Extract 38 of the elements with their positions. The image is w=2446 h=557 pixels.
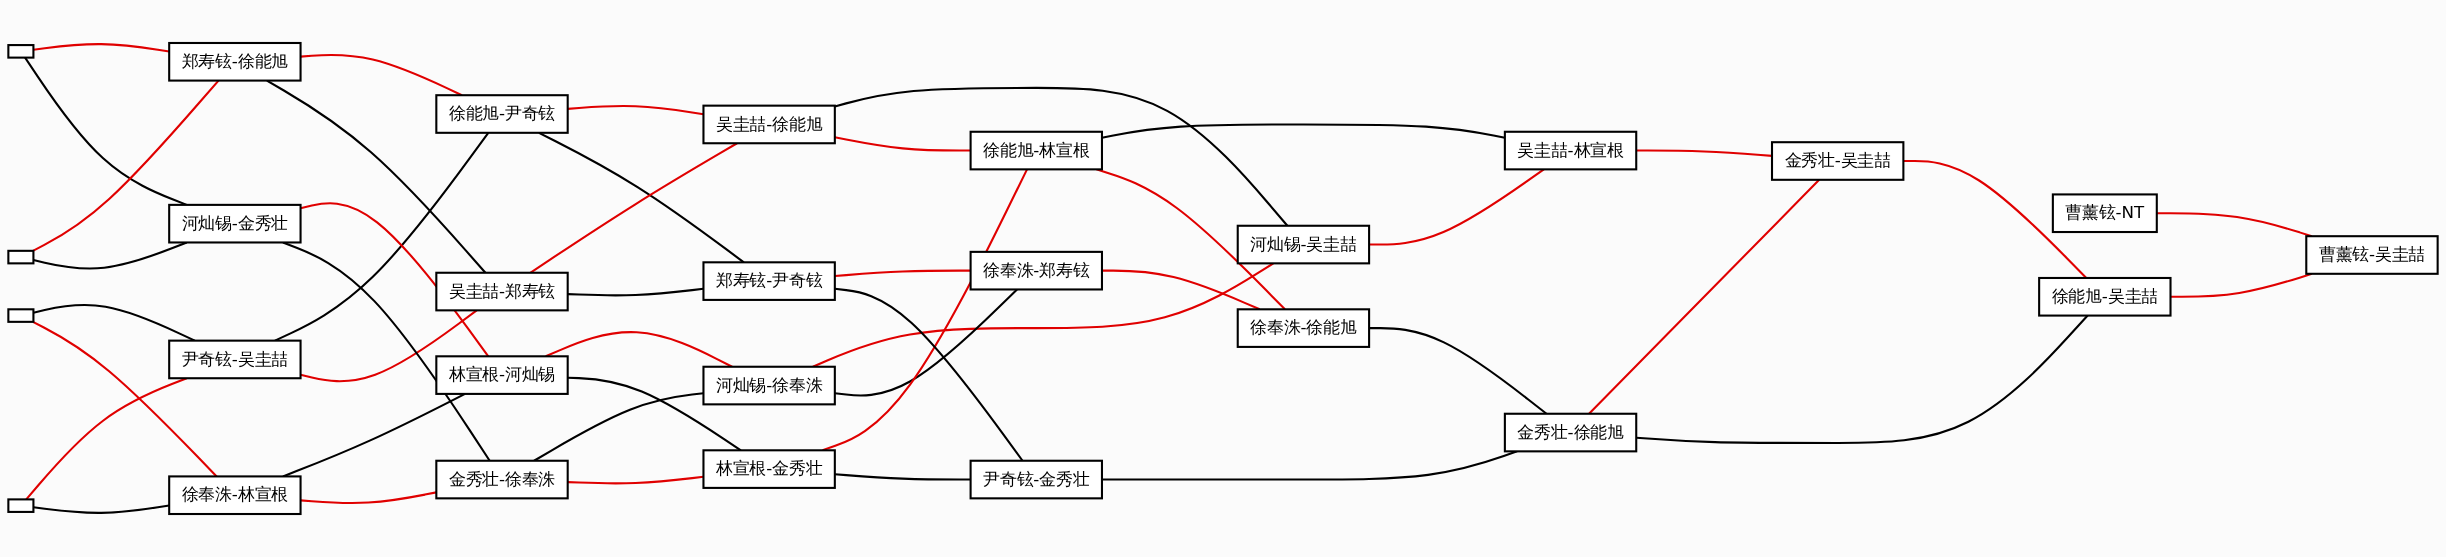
node-box: 林宣根-河灿锡: [435, 355, 569, 395]
connector: [300, 491, 437, 505]
node-box: 徐能旭-林宣根: [969, 130, 1103, 171]
connector: [834, 136, 971, 152]
node-box: 曹薰铉-吴圭喆: [2305, 235, 2439, 275]
connector: [567, 104, 704, 116]
node-box: [7, 308, 35, 323]
node-box: 吴圭喆-林宣根: [1503, 130, 1638, 171]
connector: [567, 475, 704, 485]
connector: [300, 202, 490, 357]
connector: [1636, 149, 1773, 157]
node-box: 河灿锡-徐奉洙: [702, 365, 836, 406]
node-box: 金秀壮-徐能旭: [1503, 412, 1638, 453]
node-box: 金秀壮-徐奉洙: [435, 459, 569, 500]
connector: [567, 287, 704, 297]
node-box: 徐奉洙-林宣根: [168, 475, 302, 516]
node-box: 郑寿铉-尹奇铉: [702, 261, 836, 301]
node-box: 曹薰铉-NT: [2051, 193, 2158, 234]
node-box: 金秀壮-吴圭喆: [1770, 141, 1905, 181]
node-box: 河灿锡-吴圭喆: [1236, 224, 1371, 265]
node-box: 林宣根-金秀壮: [702, 449, 836, 489]
node-box: 徐能旭-尹奇铉: [435, 94, 569, 134]
connector: [834, 473, 971, 481]
node-box: 吴圭喆-郑寿铉: [435, 271, 569, 312]
node-box: 徐奉洙-郑寿铉: [969, 250, 1103, 291]
connector: [834, 269, 971, 277]
node-box: 尹奇铉-吴圭喆: [168, 339, 302, 380]
node-box: 尹奇铉-金秀壮: [969, 459, 1103, 500]
node-box: 徐奉洙-徐能旭: [1236, 308, 1371, 348]
connector: [33, 43, 170, 53]
node-box: [7, 498, 35, 513]
node-box: 徐能旭-吴圭喆: [2038, 276, 2172, 317]
node-box: [7, 249, 35, 265]
node-box: [7, 44, 35, 59]
node-box: 郑寿铉-徐能旭: [168, 41, 302, 82]
connector: [33, 504, 170, 514]
node-box: 吴圭喆-徐能旭: [702, 104, 836, 145]
node-box: 河灿锡-金秀壮: [168, 203, 302, 244]
